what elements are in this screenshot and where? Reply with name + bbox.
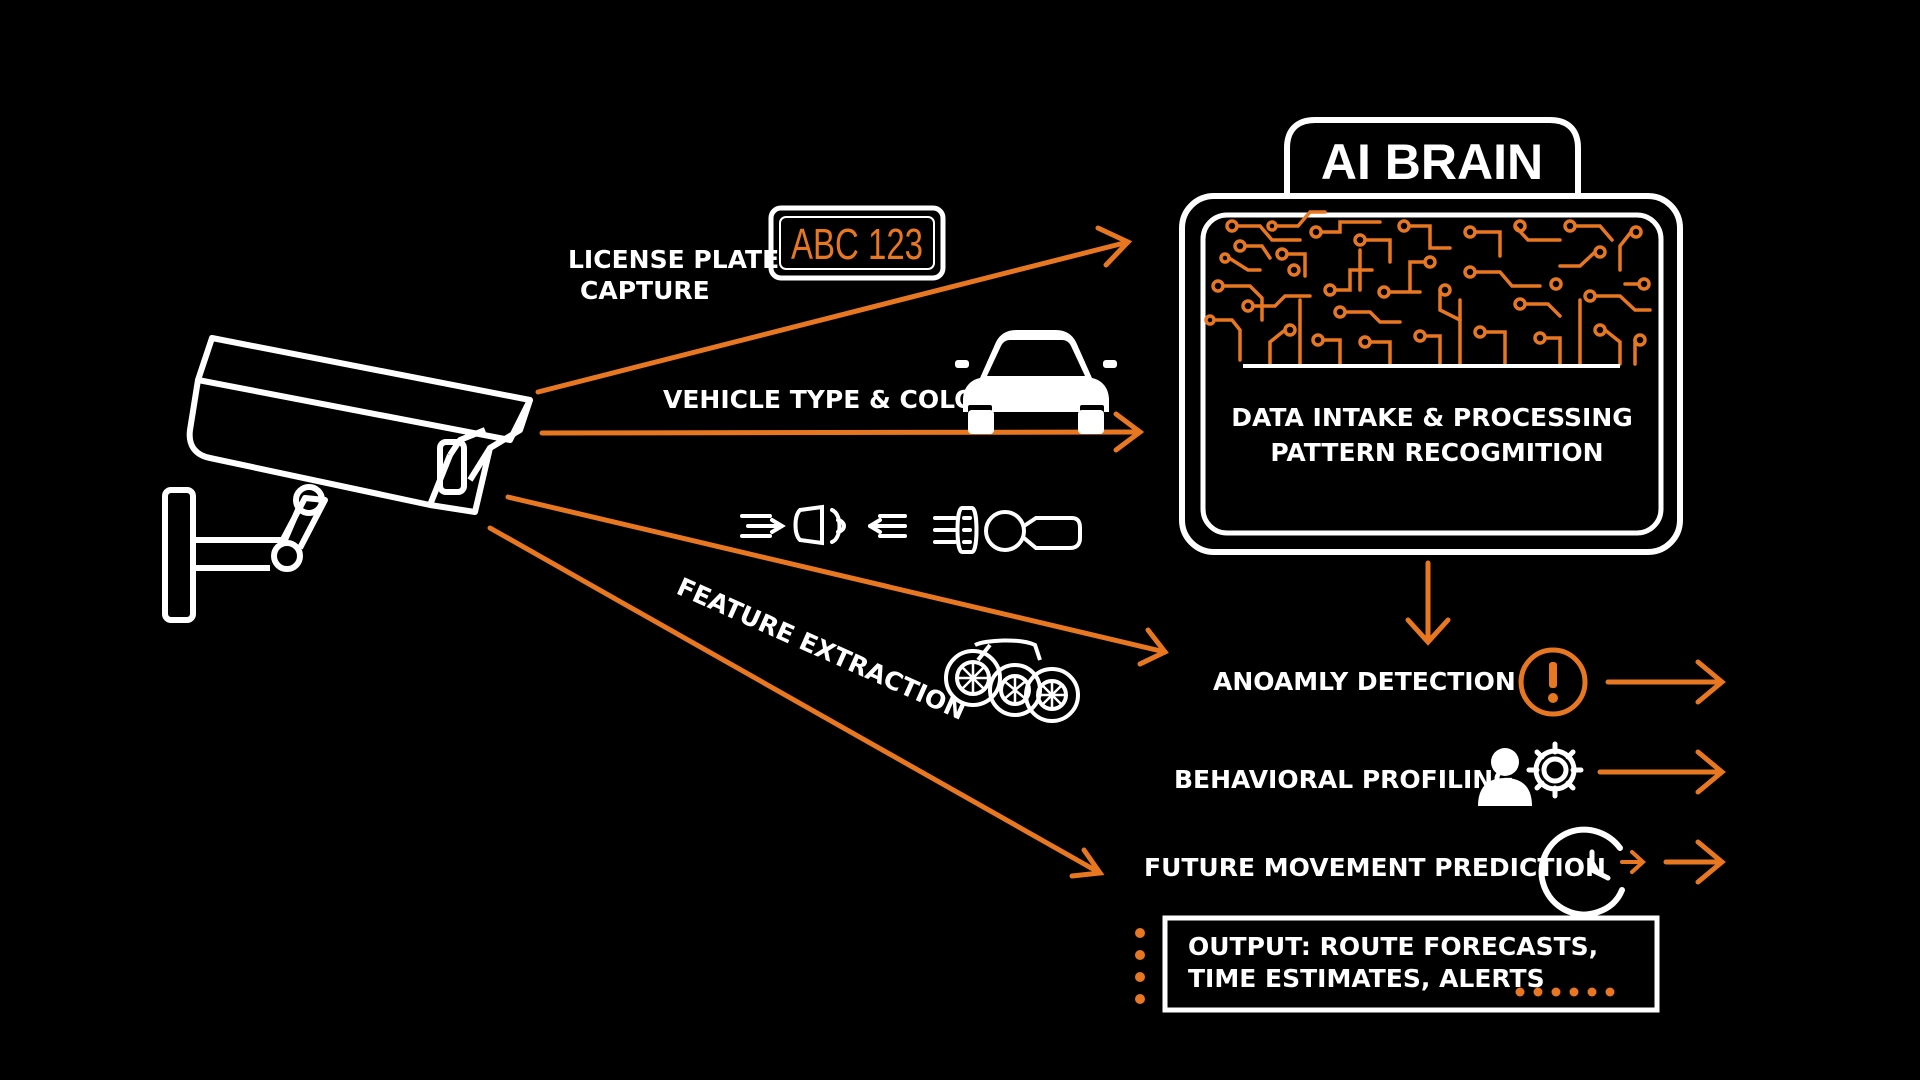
person-gear-icon xyxy=(1478,741,1584,806)
arrow-prediction xyxy=(1663,839,1726,885)
vehicle-label: VEHICLE TYPE & COLOR xyxy=(663,385,995,414)
security-camera-icon xyxy=(162,335,533,623)
ai-brain-line2: PATTERN RECOGMITION xyxy=(1270,438,1603,467)
output-dots-left xyxy=(1135,928,1145,1004)
license-plate-icon xyxy=(768,205,946,281)
car-icon xyxy=(955,330,1117,434)
headlight-icon xyxy=(740,504,907,546)
output-line1: OUTPUT: ROUTE FORECASTS, xyxy=(1188,932,1598,961)
ai-brain-title: AI BRAIN xyxy=(1321,134,1543,190)
arrow-anomaly xyxy=(1605,659,1726,705)
behavioral-label: BEHAVIORAL PROFILING xyxy=(1174,765,1514,794)
arrow-to-vehicle xyxy=(539,429,1143,436)
camera-output-arrows xyxy=(487,225,1169,879)
anomaly-label: ANOAMLY DETECTION xyxy=(1213,667,1516,696)
arrow-to-feature xyxy=(487,525,1103,876)
arrow-behavioral xyxy=(1597,749,1726,795)
ai-brain-box xyxy=(1179,117,1683,555)
arrow-brain-down xyxy=(1405,560,1451,646)
side-mirror-icon xyxy=(933,506,1082,554)
output-box xyxy=(1162,915,1660,1013)
clock-arrow-icon xyxy=(1538,826,1646,918)
ai-brain-line1: DATA INTAKE & PROCESSING xyxy=(1231,403,1633,432)
license-plate-label-2: CAPTURE xyxy=(580,276,710,305)
circuit-board-icon xyxy=(1204,210,1652,366)
license-plate-text: ABC 123 xyxy=(791,220,923,269)
wheels-icon xyxy=(944,638,1080,723)
license-plate-label-1: LICENSE PLATE xyxy=(568,245,779,274)
arrow-to-license-plate xyxy=(535,239,1131,395)
prediction-label: FUTURE MOVEMENT PREDICTION xyxy=(1144,853,1606,882)
arrow-to-parts xyxy=(505,494,1168,655)
output-dots-right xyxy=(1515,987,1615,997)
output-line2: TIME ESTIMATES, ALERTS xyxy=(1188,964,1545,993)
exclamation-icon xyxy=(1518,647,1588,717)
